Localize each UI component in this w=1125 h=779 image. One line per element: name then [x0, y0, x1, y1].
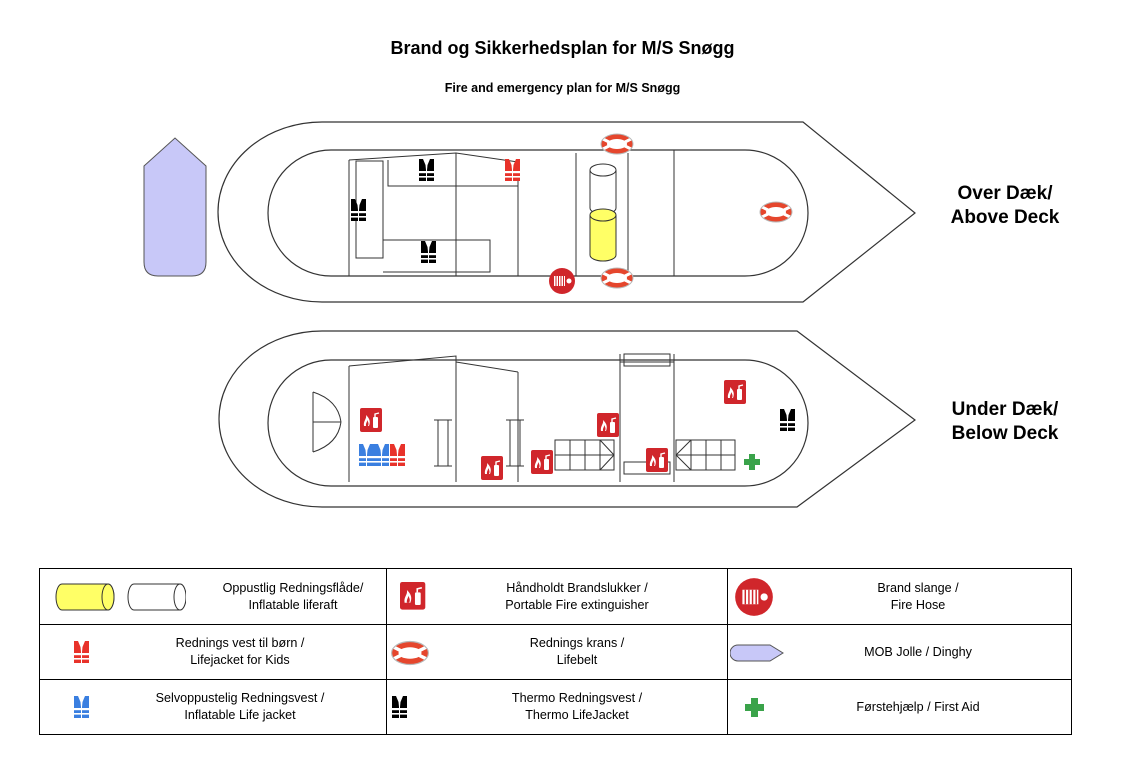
fire-extinguisher-icon [400, 582, 426, 611]
lifebelt-icon [599, 132, 635, 156]
above-deck-cabin [267, 149, 809, 277]
legend-firehose: Brand slange / Fire Hose [727, 568, 1072, 625]
page-title: Brand og Sikkerhedsplan for M/S Snøgg [390, 38, 735, 58]
below-deck-structure [348, 353, 736, 482]
inflatable-vest-icon [74, 696, 89, 718]
fire-hose-icon [734, 577, 774, 617]
below-deck-label: Under Dæk/ Below Deck [951, 399, 1059, 444]
lifebelt-icon [599, 266, 635, 290]
thermo-vest-icon [392, 696, 407, 718]
fire-extinguisher-icon [596, 412, 620, 438]
first-aid-icon [745, 698, 764, 717]
mob-dinghy [143, 137, 207, 277]
legend-lifebelt: Rednings krans / Lifebelt [386, 624, 728, 680]
legend-liferaft: Oppustlig Redningsflåde/ Inflatable life… [39, 568, 387, 625]
legend-dinghy: MOB Jolle / Dinghy [727, 624, 1072, 680]
legend-extinguisher: Håndholdt Brandslukker / Portable Fire e… [386, 568, 728, 625]
fire-extinguisher-icon [480, 455, 504, 481]
lifebelt-icon [390, 639, 430, 667]
liferaft-inflatable-above [589, 208, 617, 262]
fire-extinguisher-icon [723, 379, 747, 405]
above-deck-label: Over Dæk/ Above Deck [950, 183, 1060, 228]
first-aid-icon [744, 454, 760, 470]
kids-vest-icon [74, 641, 89, 663]
lifebelt-icon [758, 200, 794, 224]
fire-hose-icon [548, 267, 576, 295]
legend-thermo-vest: Thermo Redningsvest / Thermo LifeJacket [386, 679, 728, 735]
dinghy-icon [730, 644, 784, 662]
fire-extinguisher-icon [359, 407, 383, 433]
legend-first-aid: Førstehjælp / First Aid [727, 679, 1072, 735]
page-subtitle: Fire and emergency plan for M/S Snøgg [444, 81, 681, 95]
liferaft-icon [55, 583, 186, 611]
liferaft-empty-above [589, 163, 617, 215]
legend-inflatable-vest: Selvoppustelig Redningsvest / Inflatable… [39, 679, 387, 735]
fire-extinguisher-icon [645, 447, 669, 473]
legend-kids-vest: Rednings vest til børn / Lifejacket for … [39, 624, 387, 680]
fire-extinguisher-icon [530, 449, 554, 475]
bow-door-symbol [312, 391, 342, 453]
legend-table: Oppustlig Redningsflåde/ Inflatable life… [39, 568, 1072, 735]
